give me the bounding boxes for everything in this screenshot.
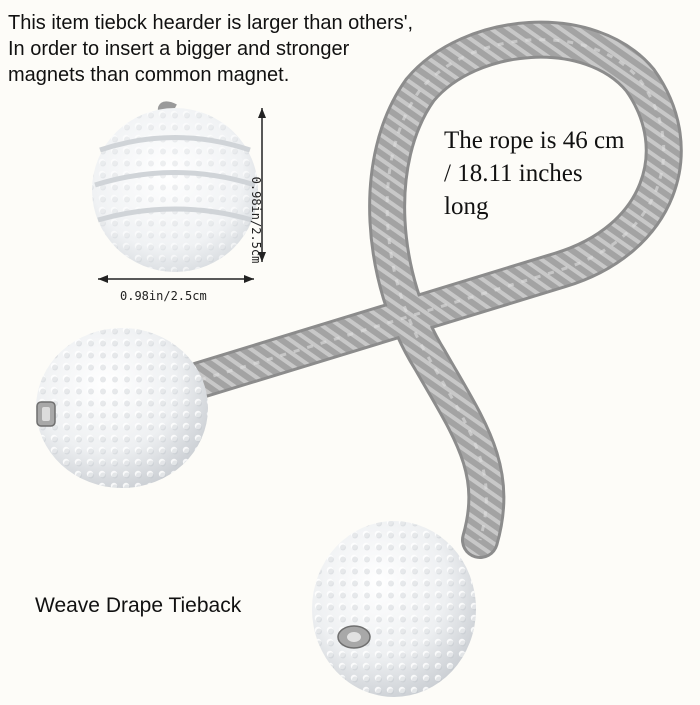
rope-length-note: The rope is 46 cm / 18.11 inches long: [444, 124, 684, 223]
rope-note-line: / 18.11 inches: [444, 160, 583, 187]
width-dimension-label: 0.98in/2.5cm: [120, 289, 207, 303]
magnet-ball-bottom: [312, 521, 476, 697]
rope-note-line: long: [444, 193, 489, 220]
headline-line: In order to insert a bigger and stronger: [8, 38, 350, 60]
headline-line: This item tiebck hearder is larger than …: [8, 12, 414, 34]
magnet-ball-left: [36, 328, 208, 488]
small-ball: [92, 108, 258, 272]
headline-line: magnets than common magnet.: [8, 64, 290, 86]
product-name: Weave Drape Tieback: [35, 594, 242, 617]
height-dimension-text: 0.98in/2.5cm: [249, 176, 263, 264]
height-dimension-label: 0.98in/2.5cm: [249, 160, 263, 280]
dimension-arrows: [98, 108, 266, 283]
rope: [157, 20, 683, 559]
headline: This item tiebck hearder is larger than …: [8, 10, 428, 88]
rope-note-line: The rope is 46 cm: [444, 127, 625, 154]
